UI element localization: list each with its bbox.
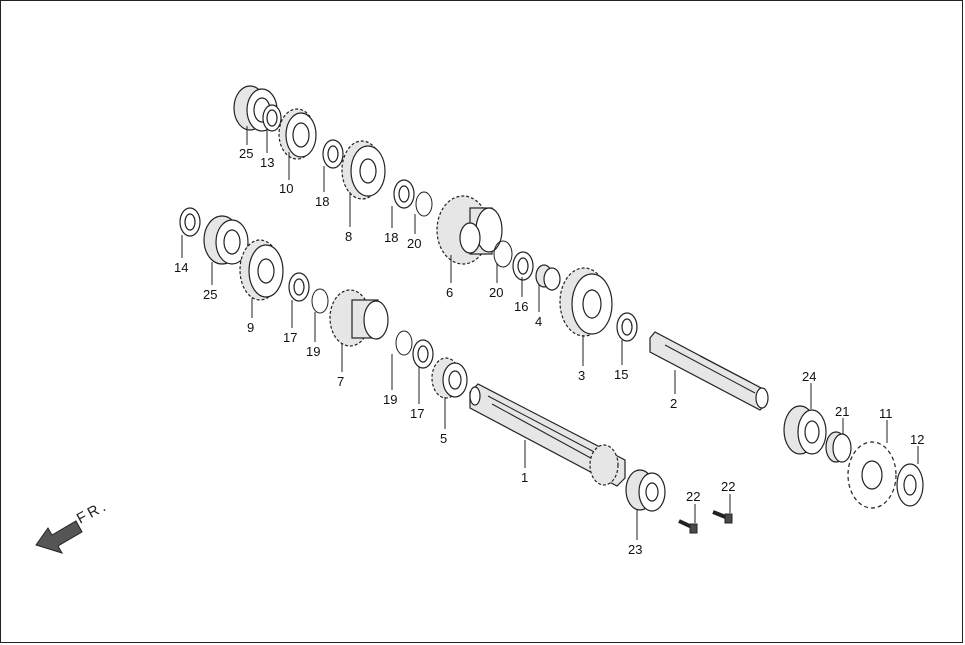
callout-21: 21 [835,404,849,419]
callout-24: 24 [802,369,816,384]
bushing-4-icon [535,264,561,291]
gear-3-icon [559,267,613,337]
callout-11: 11 [879,406,893,421]
callout-9: 9 [247,320,254,335]
callout-17-upper: 17 [283,330,297,345]
callout-18-mid: 18 [384,230,398,245]
mainshaft-1-icon [469,383,626,487]
gear-10-icon [278,108,317,160]
callout-3: 3 [578,368,585,383]
gear-5-icon [431,357,468,399]
splined-washer-17-lower-icon [412,339,434,369]
circlip-19-lower-icon [395,330,413,356]
callout-10: 10 [279,181,293,196]
callout-4: 4 [535,314,542,329]
callout-20-lower: 20 [489,285,503,300]
front-direction-arrow-icon [35,520,83,554]
gear-9-icon [239,239,284,301]
bolt-22-left-icon [678,519,698,534]
oil-seal-24-icon [783,405,827,455]
callout-2: 2 [670,396,677,411]
gear-7-icon [329,289,389,347]
collar-21-icon [825,431,852,463]
callout-19-lower: 19 [383,392,397,407]
callout-15: 15 [614,367,628,382]
bearing-23-icon [625,469,666,512]
callout-12: 12 [910,432,924,447]
callout-20-upper: 20 [407,236,421,251]
splined-washer-18-mid-icon [393,179,415,209]
callout-22-left: 22 [686,489,700,504]
drive-sprocket-11-icon [847,441,897,509]
callout-16: 16 [514,299,528,314]
bearing-25-lower-icon [203,215,249,265]
callout-18-upper: 18 [315,194,329,209]
callout-14: 14 [174,260,188,275]
callout-23: 23 [628,542,642,557]
circlip-20-upper-icon [415,191,433,217]
callout-6: 6 [446,285,453,300]
callout-25-upper: 25 [239,146,253,161]
splined-washer-17-upper-icon [288,272,310,302]
bolt-22-right-icon [712,510,733,524]
leader-lines [181,126,919,540]
washer-14-icon [179,207,201,237]
gear-8-icon [341,140,386,200]
callout-labels: 25 13 10 18 8 18 20 6 20 16 4 3 15 2 14 … [174,146,924,557]
callout-5: 5 [440,431,447,446]
circlip-19-upper-icon [311,288,329,314]
circlip-20-lower-icon [493,240,513,268]
splined-washer-16-icon [512,251,534,281]
callout-19-upper: 19 [306,344,320,359]
callout-8: 8 [345,229,352,244]
callout-1: 1 [521,470,528,485]
gear-6-icon [436,195,503,265]
countershaft-2-icon [649,331,769,411]
washer-15-icon [616,312,638,342]
fixing-plate-12-icon [896,463,924,507]
callout-7: 7 [337,374,344,389]
callout-17-lower: 17 [410,406,424,421]
callout-13: 13 [260,155,274,170]
washer-13-icon [262,104,282,132]
callout-22-right: 22 [721,479,735,494]
front-direction-marker: FR. [35,497,111,554]
front-direction-label: FR. [74,497,111,528]
callout-25-lower: 25 [203,287,217,302]
splined-washer-18-upper-icon [322,139,344,169]
